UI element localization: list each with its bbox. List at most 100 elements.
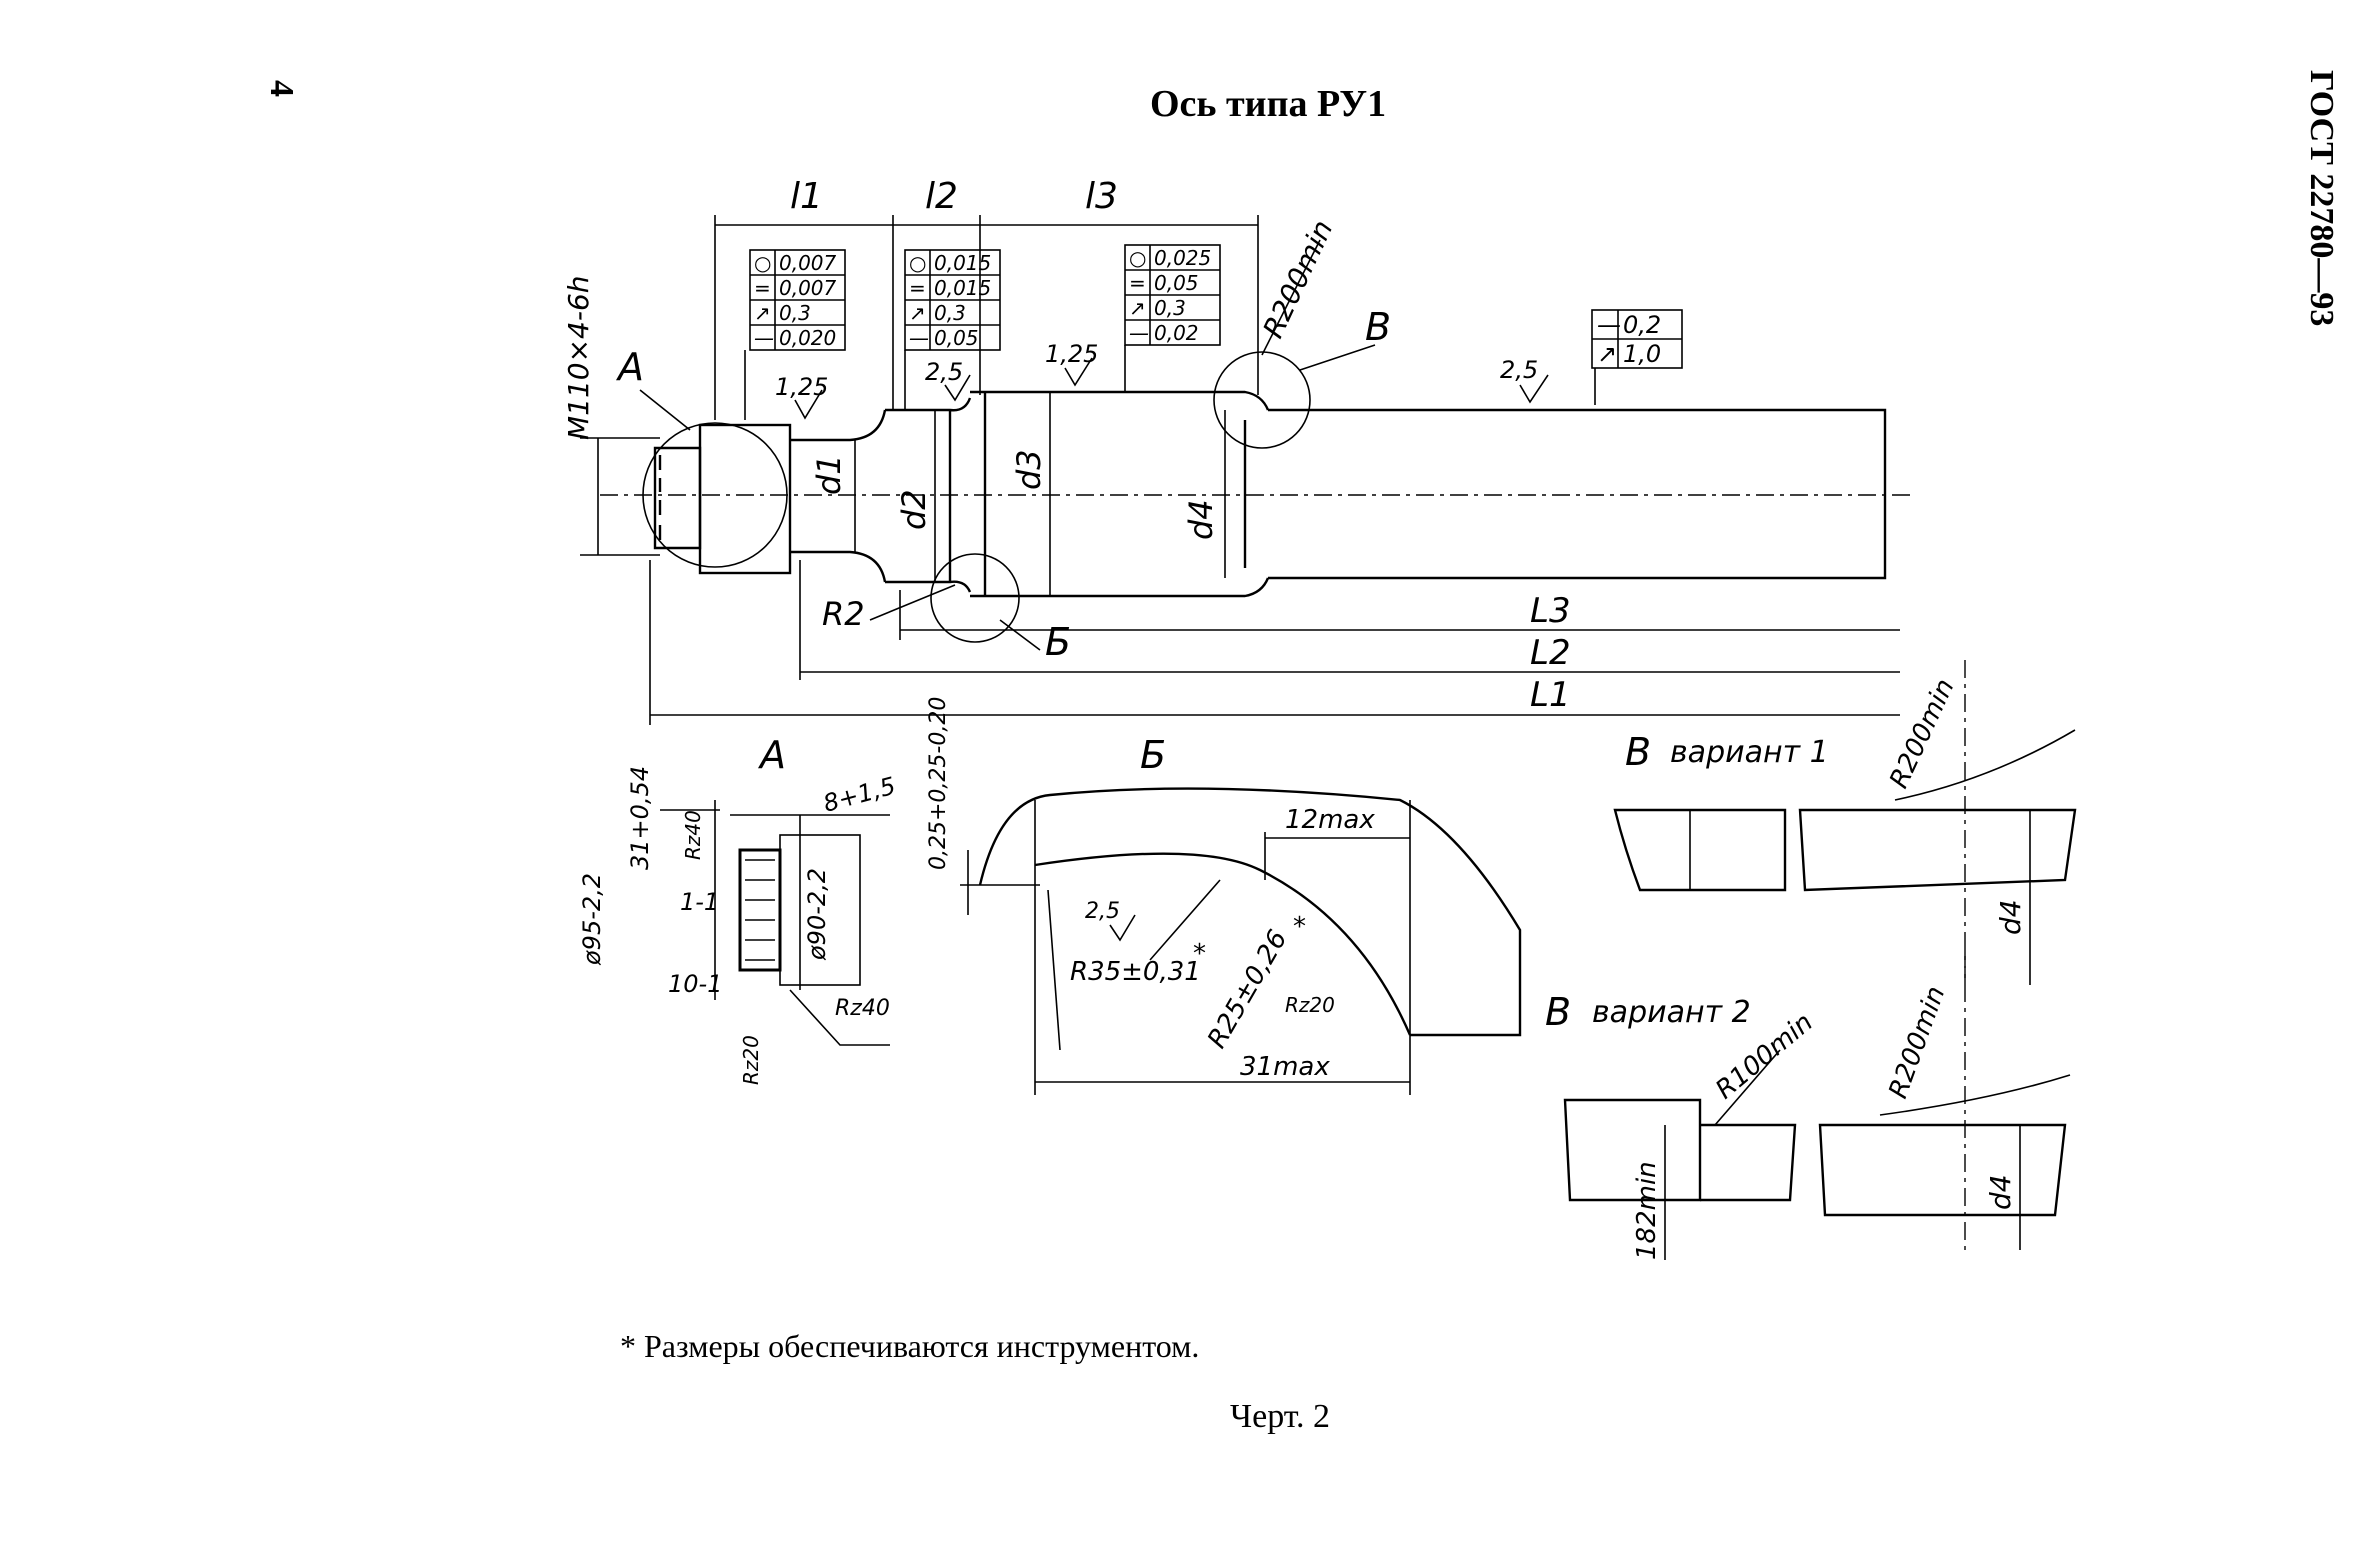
shaft-body-d4 [1243, 408, 1887, 580]
detail-B: Б 0,25+0,25-0,20 12max 31max R35±0,31 * … [926, 697, 1522, 1095]
detail-B-label: Б [1140, 733, 1166, 777]
svg-text:0,3: 0,3 [1154, 296, 1186, 320]
svg-text:○: ○ [1129, 246, 1146, 270]
dim-L2: L2 [1530, 633, 1571, 673]
svg-text:0,02: 0,02 [1154, 321, 1199, 345]
tolerance-frame-4: — 0,2 ↗ 1,0 [1591, 309, 1683, 405]
detail-B-r35: R35±0,31 [1070, 957, 1201, 987]
detail-B-depth: 0,25+0,25-0,20 [926, 697, 951, 870]
detail-A-label: А [757, 733, 786, 777]
detail-circle-A [642, 422, 788, 568]
shaft-neck-d1 [790, 409, 887, 583]
svg-text:—: — [1129, 321, 1149, 345]
detail-A-thread [738, 848, 782, 972]
roughness-marks: 1,25 2,5 1,25 2,5 [775, 340, 1549, 420]
svg-text:—: — [1597, 311, 1621, 339]
page-title: Ось типа РУ1 [1150, 83, 1387, 125]
roughness-3: 1,25 [1045, 340, 1098, 368]
svg-text:○: ○ [754, 251, 771, 275]
leader-B [999, 619, 1041, 651]
tolerance-frame-3: ○ 0,025 = 0,05 ↗ 0,3 — 0,02 [1124, 244, 1221, 346]
svg-text:○: ○ [909, 251, 926, 275]
detail-V2-d4: d4 [1984, 1174, 2017, 1210]
dim-L1: L1 [1530, 675, 1571, 715]
roughness-4: 2,5 [1500, 356, 1538, 384]
detail-A-l31: 31+0,54 [626, 766, 654, 870]
svg-text:0,3: 0,3 [779, 301, 811, 325]
svg-text:0,3: 0,3 [934, 301, 966, 325]
roughness-1: 1,25 [775, 373, 828, 401]
main-shaft-view: l1 l2 l3 L3 L2 L1 d1 d2 d3 d4 R2 M110×4-… [562, 176, 1910, 725]
svg-text:↗: ↗ [909, 301, 926, 325]
detail-B-r25-star: * [1293, 912, 1306, 942]
detail-B-rz20: Rz20 [1285, 993, 1335, 1017]
leader-R200 [1261, 239, 1321, 356]
svg-text:0,015: 0,015 [934, 251, 991, 275]
dim-R2: R2 [822, 595, 865, 633]
detail-B-profile [978, 787, 1522, 1037]
detail-A: А ø95-2,2 ø90-2,2 31+0,54 8+1,5 10-1 1-1… [578, 733, 899, 1085]
detail-A-rz40-top: Rz40 [681, 810, 705, 860]
footnote: * Размеры обеспечиваются инструментом. [620, 1328, 1200, 1364]
detail-B-r35-star: * [1193, 939, 1206, 969]
svg-text:0,05: 0,05 [934, 326, 979, 350]
dim-d1: d1 [810, 454, 848, 495]
detail-A-l10: 10-1 [668, 970, 722, 998]
detail-V2-variant: вариант 2 [1592, 995, 1751, 1030]
svg-text:0,05: 0,05 [1154, 271, 1199, 295]
detail-V1-label: В [1625, 730, 1651, 774]
detail-A-d95: ø95-2,2 [578, 873, 606, 966]
detail-A-l1: 1-1 [680, 888, 719, 916]
view-label-B: Б [1045, 620, 1071, 664]
svg-text:↗: ↗ [754, 301, 771, 325]
svg-text:=: = [909, 276, 926, 300]
svg-text:↗: ↗ [1597, 340, 1617, 368]
svg-text:0,007: 0,007 [779, 251, 837, 275]
dim-l2: l2 [925, 176, 958, 217]
detail-B-w31: 31max [1240, 1052, 1330, 1082]
svg-text:—: — [754, 326, 774, 350]
shaft-threaded-end [653, 446, 702, 550]
svg-text:0,015: 0,015 [934, 276, 991, 300]
detail-V-variant-2: В вариант 2 R100min R200min 182min d4 [1545, 950, 2071, 1260]
view-label-A: А [615, 345, 644, 389]
shaft-journal-1 [698, 423, 792, 575]
svg-text:=: = [754, 276, 771, 300]
dim-thread: M110×4-6h [562, 275, 595, 440]
svg-text:=: = [1129, 271, 1146, 295]
shaft-section-d3 [970, 390, 1270, 598]
detail-V1-r200: R200min [1884, 674, 1961, 792]
detail-circle-V [1213, 351, 1311, 449]
view-label-V: В [1365, 305, 1391, 349]
svg-text:0,020: 0,020 [779, 326, 836, 350]
detail-V1-d4: d4 [1994, 899, 2027, 935]
detail-A-rz20: Rz20 [739, 1035, 763, 1085]
tolerance-frame-1: ○ 0,007 = 0,007 ↗ 0,3 — 0,020 [749, 249, 846, 351]
detail-B-rough: 2,5 [1085, 899, 1120, 924]
detail-V2-label: В [1545, 990, 1571, 1034]
detail-B-w12: 12max [1285, 805, 1375, 835]
leader-V [1299, 344, 1376, 371]
tolerance-frame-2: ○ 0,015 = 0,015 ↗ 0,3 — 0,05 [904, 249, 1001, 351]
detail-V1-variant: вариант 1 [1670, 735, 1829, 770]
dim-l1: l1 [790, 176, 823, 217]
detail-V2-h182: 182min [1632, 1161, 1662, 1260]
detail-A-rz40-right: Rz40 [835, 996, 890, 1021]
leader-R2 [869, 584, 956, 621]
dim-d4: d4 [1182, 499, 1220, 540]
detail-V-variant-1: В вариант 1 R200min d4 [1613, 660, 2077, 985]
detail-B-r25: R25±0,26 [1202, 925, 1293, 1053]
dim-R200: R200min [1256, 215, 1339, 343]
detail-V2-r200: R200min [1883, 982, 1951, 1102]
svg-text:0,025: 0,025 [1154, 246, 1211, 270]
roughness-2: 2,5 [925, 358, 963, 386]
svg-text:↗: ↗ [1129, 296, 1146, 320]
dim-d3: d3 [1010, 449, 1048, 490]
svg-text:1,0: 1,0 [1623, 340, 1661, 368]
detail-A-d90: ø90-2,2 [803, 868, 831, 961]
svg-text:0,2: 0,2 [1623, 311, 1661, 339]
dim-L3: L3 [1530, 591, 1571, 631]
svg-text:—: — [909, 326, 929, 350]
dim-d2: d2 [895, 489, 933, 530]
